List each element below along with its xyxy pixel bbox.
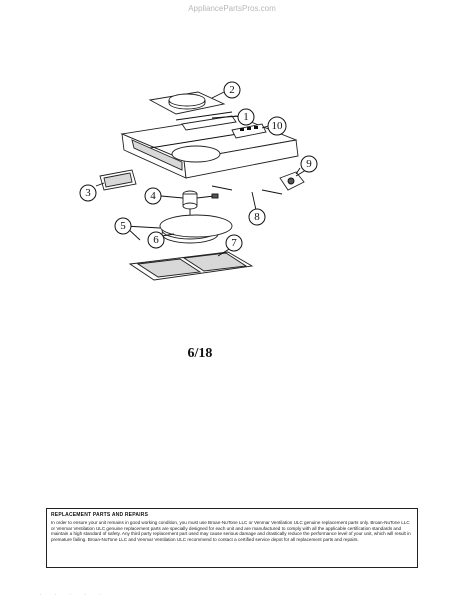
callout-10: 10	[267, 116, 287, 136]
duct-collar-part	[148, 91, 226, 115]
notice-body: In order to ensure your unit remains in …	[51, 520, 411, 542]
callout-2: 2	[223, 81, 241, 99]
svg-text:1: 1	[243, 111, 249, 123]
callout-9: 9	[300, 155, 318, 173]
callout-7: 7	[225, 234, 243, 252]
page-number: 6/18	[187, 346, 213, 361]
screws-part	[211, 185, 283, 195]
replacement-parts-notice: Replacement Parts and Repairs In order t…	[46, 508, 418, 568]
notice-title: Replacement Parts and Repairs	[51, 512, 149, 518]
svg-text:10: 10	[272, 120, 284, 132]
motor-part	[182, 190, 219, 218]
svg-text:2: 2	[229, 84, 235, 96]
svg-text:3: 3	[85, 187, 91, 199]
callout-8: 8	[248, 208, 266, 226]
svg-text:4: 4	[150, 190, 156, 202]
footer-marks: . . . . .	[40, 591, 107, 597]
svg-text:8: 8	[254, 211, 260, 223]
watermark: AppliancePartsPros.com	[188, 4, 276, 13]
callout-1: 1	[237, 108, 255, 126]
svg-text:5: 5	[120, 220, 126, 232]
callout-3: 3	[79, 184, 97, 202]
callout-4: 4	[144, 187, 162, 205]
svg-text:9: 9	[306, 158, 312, 170]
grease-filter-part	[128, 251, 254, 281]
callout-5: 5	[114, 217, 132, 235]
svg-text:6: 6	[153, 234, 159, 246]
fan-housing-part	[159, 214, 233, 238]
light-lens-part	[99, 169, 137, 191]
callout-6: 6	[147, 231, 165, 249]
control-panel-part	[231, 123, 267, 139]
receptacle-part	[279, 169, 307, 191]
svg-text:7: 7	[231, 237, 237, 249]
